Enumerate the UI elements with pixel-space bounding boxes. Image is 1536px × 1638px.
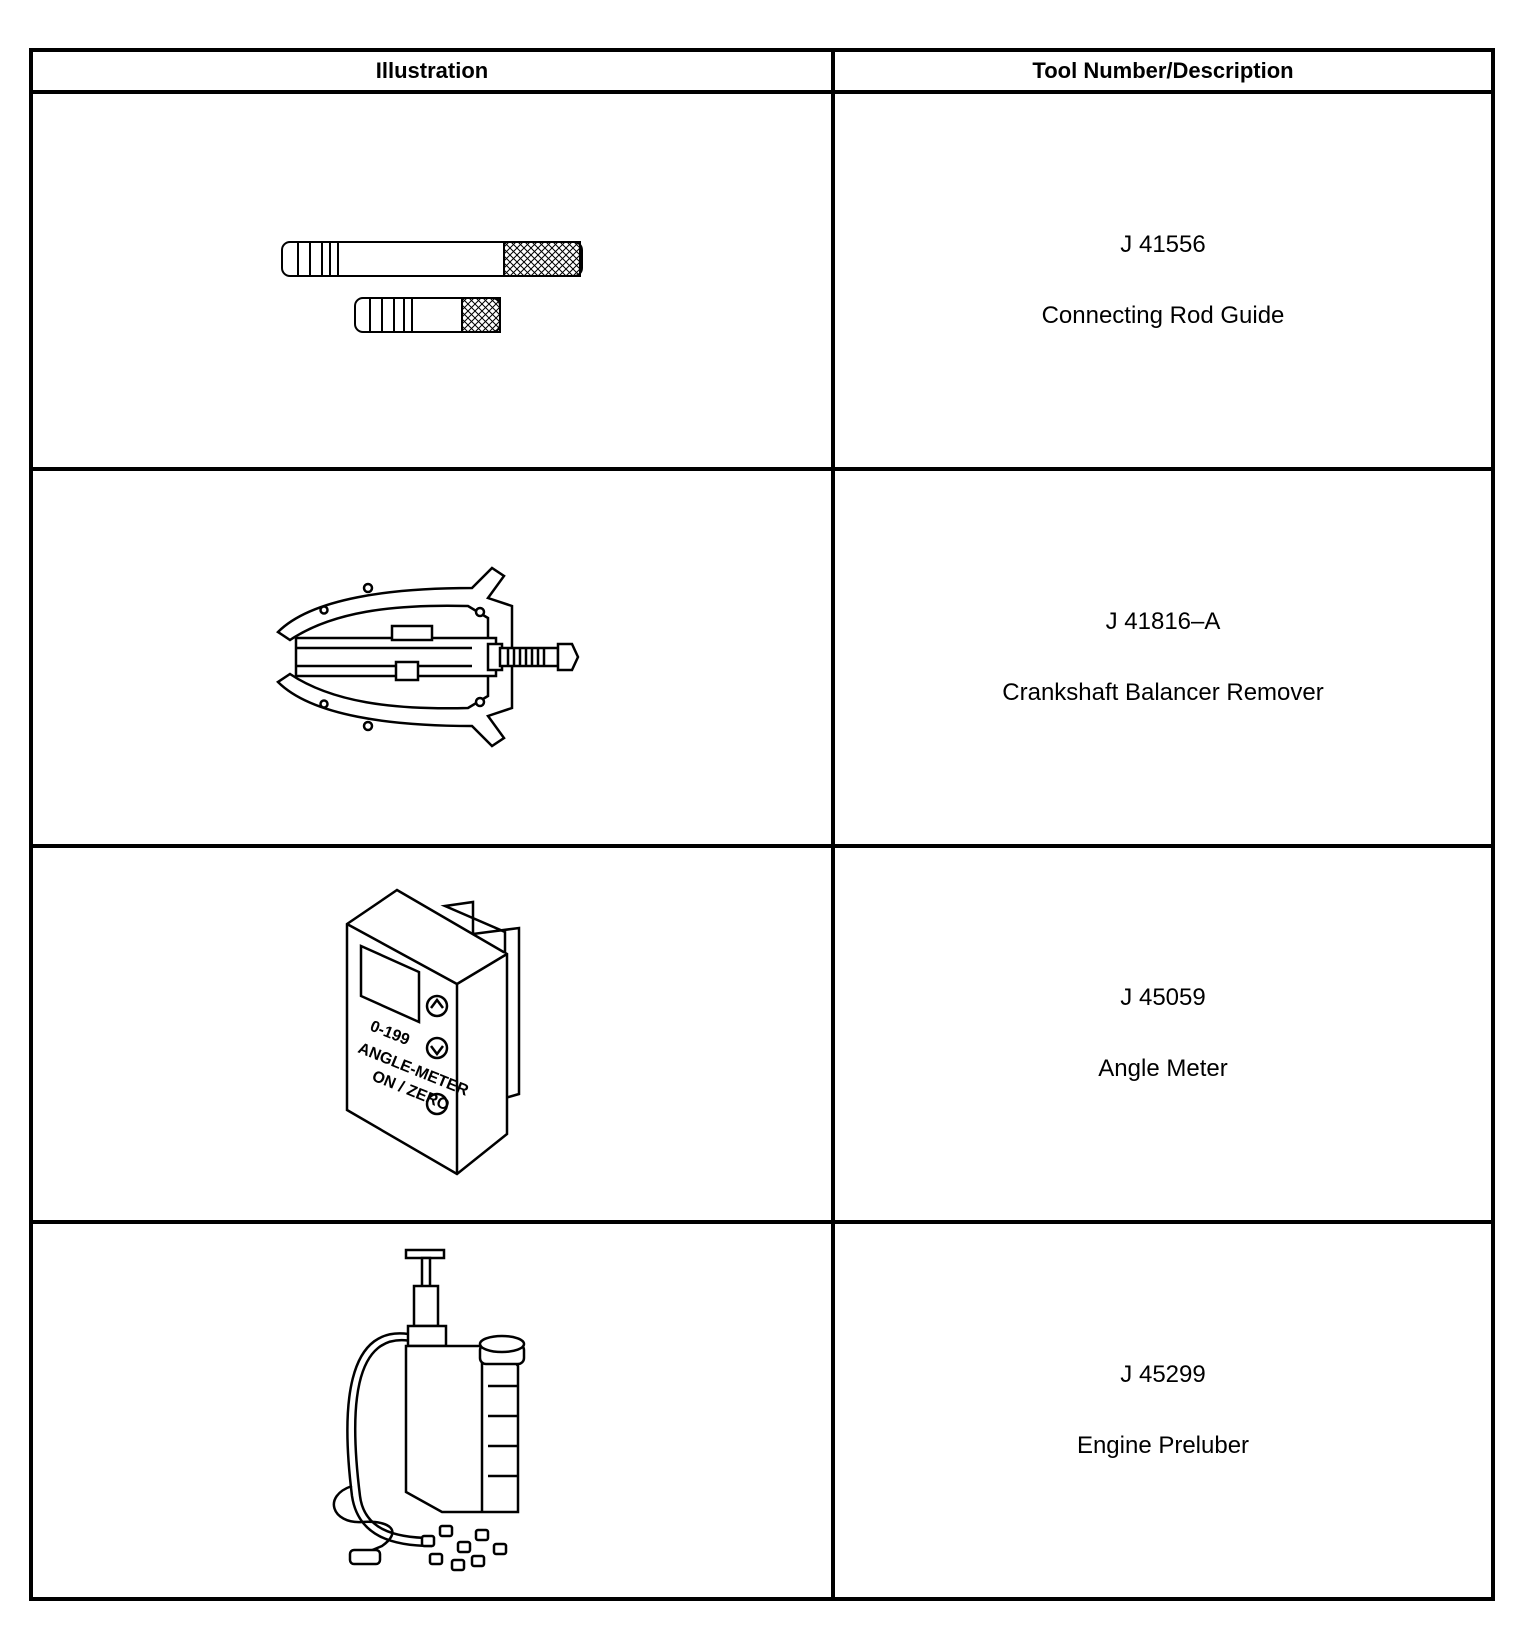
illustration-cell: 0-199 ANGLE-METER ON / ZERO — [29, 843, 835, 1225]
crankshaft-balancer-remover-illustration — [276, 566, 580, 748]
table-row: J 41556 Connecting Rod Guide — [29, 90, 1495, 471]
tool-cell: J 45059 Angle Meter — [831, 843, 1495, 1225]
header-row: Illustration Tool Number/Description — [29, 48, 1495, 94]
illustration-header: Illustration — [29, 48, 835, 94]
tool-description: Connecting Rod Guide — [1041, 301, 1285, 329]
tool-header: Tool Number/Description — [831, 48, 1495, 94]
tool-cell: J 41556 Connecting Rod Guide — [831, 90, 1495, 471]
illustration-cell — [29, 90, 835, 471]
tool-number: J 45299 — [1120, 1361, 1206, 1389]
table-row: J 45299 Engine Preluber — [29, 1220, 1495, 1601]
illustration-cell — [29, 1220, 835, 1601]
special-tools-table: Illustration Tool Number/Description — [29, 48, 1495, 1601]
tool-cell: J 45299 Engine Preluber — [831, 1220, 1495, 1601]
tool-description: Crankshaft Balancer Remover — [1002, 678, 1324, 706]
illustration-cell — [29, 466, 835, 848]
table-row: J 41816–A Crankshaft Balancer Remover — [29, 466, 1495, 848]
connecting-rod-guide-illustration — [281, 241, 583, 334]
engine-preluber-illustration — [332, 1248, 526, 1571]
tool-number: J 41816–A — [1105, 607, 1221, 635]
table-row: 0-199 ANGLE-METER ON / ZERO J 45059 Angl… — [29, 843, 1495, 1225]
tool-number: J 45059 — [1120, 984, 1206, 1012]
tool-description: Engine Preluber — [1076, 1432, 1250, 1460]
tool-number: J 41556 — [1120, 230, 1206, 258]
tool-description: Angle Meter — [1098, 1055, 1228, 1083]
angle-meter-illustration: 0-199 ANGLE-METER ON / ZERO — [345, 888, 521, 1176]
tool-cell: J 41816–A Crankshaft Balancer Remover — [831, 466, 1495, 848]
